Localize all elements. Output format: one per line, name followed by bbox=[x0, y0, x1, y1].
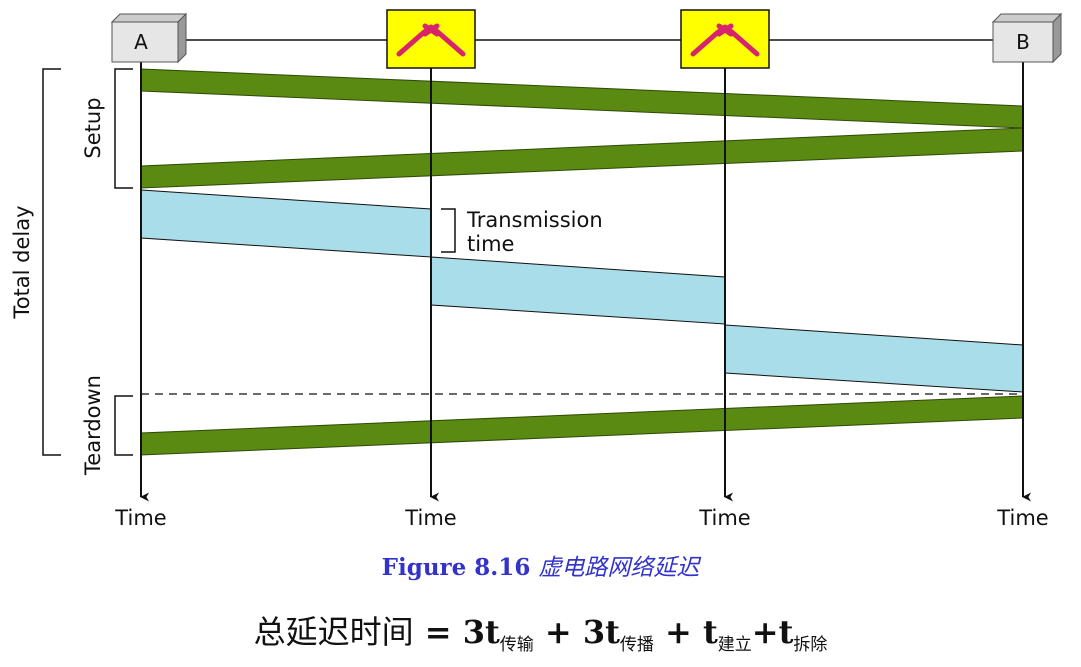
delay-formula: 总延迟时间 = 3t传输 + 3t传播 + t建立+t拆除 bbox=[0, 610, 1081, 667]
setup-request-band bbox=[140, 68, 1024, 129]
formula-sub-teardown: 拆除 bbox=[793, 635, 828, 655]
time-label-switch-2: Time bbox=[698, 506, 750, 530]
formula-term-propagation: 3t bbox=[582, 613, 620, 651]
formula-term-setup: t bbox=[703, 613, 718, 651]
formula-equals: = bbox=[413, 613, 463, 651]
formula-plus-1: + bbox=[533, 613, 583, 651]
time-label-a: Time bbox=[114, 506, 166, 530]
figure-number: Figure 8.16 bbox=[381, 554, 531, 581]
data-band-hop-1 bbox=[140, 189, 432, 258]
switch-1-node bbox=[386, 9, 476, 69]
total-delay-bracket bbox=[42, 68, 61, 456]
switch-2-node bbox=[680, 9, 770, 69]
total-delay-label: Total delay bbox=[10, 205, 34, 319]
virtual-circuit-delay-diagram: A B Total delay Setup Teardown Transmiss… bbox=[10, 9, 1063, 530]
setup-ack-band bbox=[140, 127, 1024, 189]
formula-sub-transmission: 传输 bbox=[499, 635, 534, 655]
figure-title: 虚电路网络延迟 bbox=[538, 555, 700, 581]
host-a-node: A bbox=[110, 12, 188, 64]
host-b-node: B bbox=[991, 12, 1063, 64]
formula-term-teardown: t bbox=[778, 613, 794, 651]
formula-plus-3: + bbox=[751, 613, 779, 651]
data-band-hop-2 bbox=[430, 256, 726, 325]
switch-2-icon bbox=[690, 23, 760, 57]
time-label-b: Time bbox=[996, 506, 1048, 530]
formula-term-transmission: 3t bbox=[462, 613, 500, 651]
data-band-hop-3 bbox=[724, 324, 1024, 393]
setup-bracket bbox=[114, 68, 133, 189]
transmission-time-bracket bbox=[441, 208, 456, 253]
transmission-time-label-line2: time bbox=[467, 232, 514, 256]
formula-lhs: 总延迟时间 bbox=[253, 613, 414, 651]
switch-1-icon bbox=[396, 23, 466, 57]
host-a-label: A bbox=[134, 30, 148, 54]
teardown-bracket bbox=[114, 395, 133, 456]
setup-label: Setup bbox=[81, 97, 105, 158]
transmission-time-label-line1: Transmission bbox=[466, 208, 603, 232]
figure-caption: Figure 8.16 虚电路网络延迟 bbox=[0, 553, 1081, 583]
teardown-label: Teardown bbox=[81, 375, 105, 476]
formula-sub-propagation: 传播 bbox=[619, 635, 654, 655]
time-label-switch-1: Time bbox=[404, 506, 456, 530]
teardown-band bbox=[140, 395, 1024, 456]
formula-plus-2: + bbox=[653, 613, 703, 651]
formula-sub-setup: 建立 bbox=[717, 635, 752, 655]
host-b-label: B bbox=[1016, 30, 1030, 54]
